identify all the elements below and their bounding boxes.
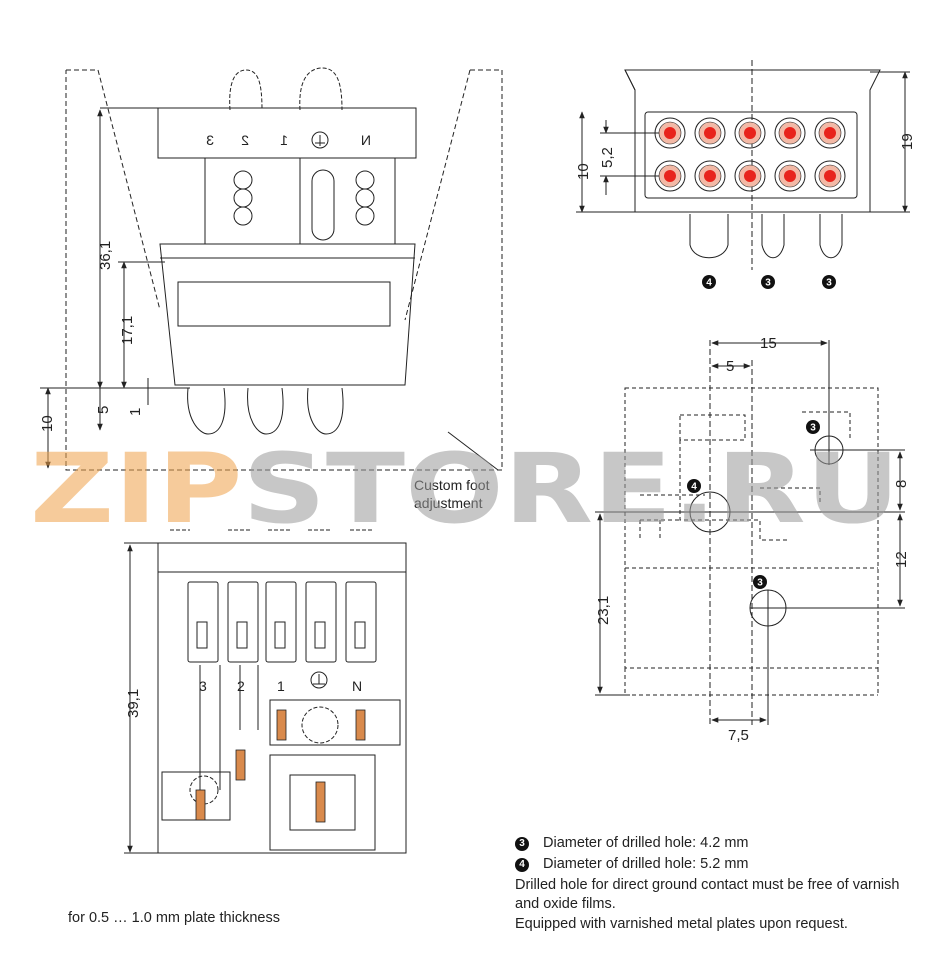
note-hole-4: 4 Diameter of drilled hole: 5.2 mm [515, 855, 749, 874]
pin-outer [774, 160, 806, 192]
bottom-label-1: 1 [277, 678, 285, 694]
note-hole-4-text: Diameter of drilled hole: 5.2 mm [543, 856, 749, 872]
pin-outer [774, 117, 806, 149]
cutout-view [595, 340, 905, 725]
note-plates: Equipped with varnished metal plates upo… [515, 916, 848, 932]
note-ground: Drilled hole for direct ground contact m… [515, 877, 900, 912]
bottom-label-3: 3 [199, 678, 207, 694]
bottom-label-2: 2 [237, 678, 245, 694]
dim-8: 8 [893, 480, 910, 488]
bottom-view [124, 529, 407, 854]
pin-contact [664, 170, 676, 182]
callout-3-cut-b-icon [753, 575, 767, 589]
badge-3-icon: 3 [515, 837, 529, 851]
badge-4-icon: 4 [515, 858, 529, 872]
custom-foot-line1: Custom foot [414, 477, 490, 493]
pin-contact [824, 170, 836, 182]
side-terminal-labels: 3 2 1 N [206, 132, 371, 148]
note-plate-thickness: for 0.5 … 1.0 mm plate thickness [68, 910, 280, 926]
callout-4-top-icon [702, 275, 716, 289]
callout-3-cut-b-label: 3 [757, 578, 763, 589]
custom-foot-line2: adjustment [414, 495, 483, 511]
dim-5: 5 [95, 406, 112, 414]
pin-outer [734, 160, 766, 192]
callout-3-cut-a: 3 [806, 420, 820, 434]
dim-19: 19 [899, 133, 916, 150]
pin-contact [744, 170, 756, 182]
note-hole-3: 3 Diameter of drilled hole: 4.2 mm [515, 834, 749, 853]
dim-17-1: 17,1 [119, 316, 136, 345]
bottom-label-n: N [352, 678, 362, 694]
pin-outer [734, 117, 766, 149]
pin-outer [694, 117, 726, 149]
pin-contact [784, 127, 796, 139]
pin-outer [654, 160, 686, 192]
dim-5-2: 5,2 [599, 147, 616, 168]
callout-3-cut-b: 3 [753, 575, 767, 589]
side-label-1: 1 [280, 132, 288, 148]
pin-contact [744, 127, 756, 139]
callout-3-cut-a-icon [806, 420, 820, 434]
pin-contact [784, 170, 796, 182]
top-view [576, 60, 910, 270]
side-label-n: N [361, 132, 371, 148]
side-view [40, 67, 503, 471]
pin-contact [664, 127, 676, 139]
callout-3-top-a-icon [761, 275, 775, 289]
callout-4-top: 4 [702, 275, 716, 289]
callout-4-cut: 4 [687, 479, 701, 493]
dim-5-cut: 5 [726, 358, 734, 375]
dim-1: 1 [127, 408, 144, 416]
pin-contact [704, 170, 716, 182]
bottom-contacts [195, 709, 366, 823]
dim-36-1: 36,1 [97, 241, 114, 270]
dim-23-1: 23,1 [595, 596, 612, 625]
note-hole-3-text: Diameter of drilled hole: 4.2 mm [543, 835, 749, 851]
callout-4-cut-label: 4 [691, 482, 697, 493]
top-callouts: 4 3 3 [702, 275, 836, 289]
callout-3-cut-a-label: 3 [810, 423, 816, 434]
pin-outer [814, 117, 846, 149]
callout-3-top-b: 3 [822, 275, 836, 289]
callout-4-top-label: 4 [706, 278, 712, 289]
dim-10: 10 [39, 415, 56, 432]
callout-3-top-a: 3 [761, 275, 775, 289]
side-label-2: 2 [241, 132, 249, 148]
dim-12: 12 [893, 551, 910, 568]
callout-4-cut-icon [687, 479, 701, 493]
pin-contact [704, 127, 716, 139]
callout-3-top-a-label: 3 [765, 278, 771, 289]
dim-39-1: 39,1 [125, 689, 142, 718]
callout-3-top-b-label: 3 [826, 278, 832, 289]
callout-3-top-b-icon [822, 275, 836, 289]
dim-7-5: 7,5 [728, 727, 749, 744]
dim-10-top: 10 [575, 163, 592, 180]
side-label-3: 3 [206, 132, 214, 148]
pin-contact [824, 127, 836, 139]
pin-outer [694, 160, 726, 192]
dim-15: 15 [760, 335, 777, 352]
bottom-terminal-labels: 3 2 1 N [199, 678, 362, 694]
pin-grid [654, 117, 846, 192]
cutout-callouts: 3 4 3 [687, 420, 820, 589]
pin-outer [654, 117, 686, 149]
pin-outer [814, 160, 846, 192]
